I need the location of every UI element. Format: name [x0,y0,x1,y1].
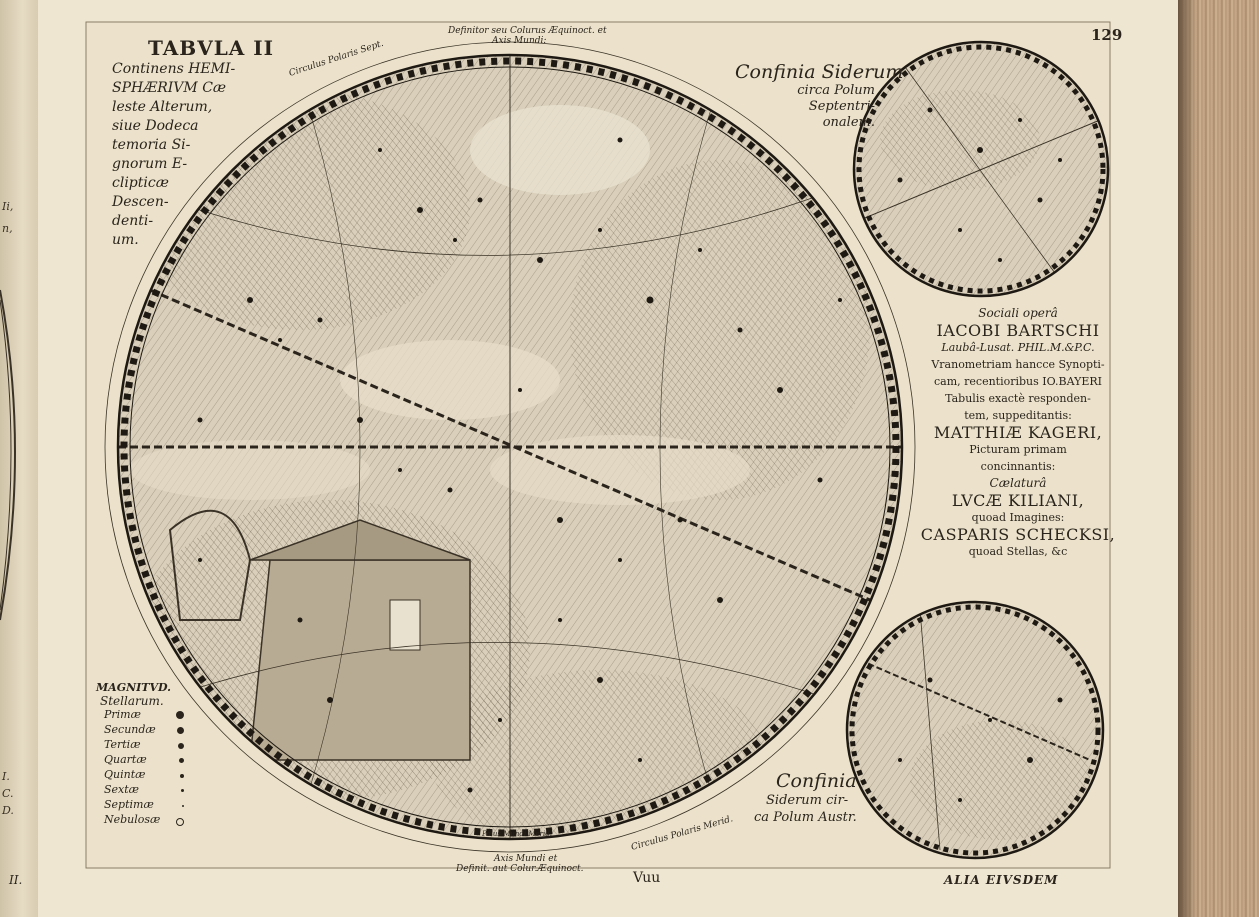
rim-label-bottom-2: Definit. aut Colur.Æquinoct. [455,864,584,874]
main-hemisphere [104,41,916,853]
caption-line: onalem. [822,115,875,130]
credit-line: LVCÆ KILIANI, [951,491,1085,510]
legend-row: Septimæ [96,798,184,813]
legend-header: MAGNITVD. [96,681,172,694]
legend-label: Nebulosæ [104,813,161,826]
page-number: 129 [1091,26,1123,44]
south-polar-inset [845,600,1105,860]
previous-page-edge: Ii, n, I. C. D. [0,0,38,917]
legend-row: Quartæ [96,753,184,768]
credit-line: quoad Imagines: [971,511,1065,524]
legend-label: Quartæ [104,753,147,766]
title-line: um. [112,232,139,248]
legend-label: Tertiæ [104,738,141,751]
credit-line: Laubâ-Lusat. PHIL.M.&P.C. [941,341,1095,354]
title-line: temoria Si- [112,137,191,153]
star-icon [179,758,184,763]
title-line: clipticæ [112,175,169,191]
rim-label-bottom: Axis Mundi et [493,854,558,864]
signature-mark: Vuu [633,870,661,886]
nebula-icon [176,818,184,826]
star-icon [181,789,184,792]
credit-line: CASPARIS SCHECKSI, [920,525,1116,544]
title-line: leste Alterum, [112,99,213,115]
title-line: Continens HEMI- [112,61,236,77]
credit-line: Picturam primam [969,443,1067,456]
credit-line: tem, suppeditantis: [964,409,1072,422]
left-fragment: I. [2,770,10,783]
credit-line: concinnantis: [980,460,1056,473]
catchword: ALIA EIVSDEM [944,873,1059,887]
caption-line: circa Polum [797,83,875,98]
star-icon [178,743,184,749]
book-gutter [1178,0,1259,917]
rim-label-top-2: Axis Mundi: [491,36,546,46]
legend-label: Quintæ [104,768,146,781]
credit-line: quoad Stellas, &c [968,545,1068,558]
caption-line: Confinia [776,770,857,792]
star-icon [180,774,184,778]
legend-row: Sextæ [96,783,184,798]
legend-label: Sextæ [104,783,140,796]
caption-line: Septentri- [808,99,875,114]
credit-line: Cælaturâ [989,476,1047,490]
credit-line: IACOBI BARTSCHI [936,321,1100,340]
legend-row: Primæ [96,708,184,723]
magnitude-legend: MAGNITVD. Stellarum. Primæ Secundæ Terti… [96,681,184,828]
title-line: siue Dodeca [112,118,199,134]
caption-line: Confinia Siderum [735,61,904,83]
credit-line: Sociali operâ [978,306,1058,320]
rim-label-top: Definitor seu Colurus Æquinoct. et [447,26,607,36]
title-line: gnorum E- [112,156,188,172]
star-icon [182,805,184,807]
engraving-credits: Sociali operâ IACOBI BARTSCHI Laubâ-Lusa… [918,305,1118,560]
left-fragment: n, [2,222,13,235]
legend-subheader: Stellarum. [100,694,164,708]
credit-line: Tabulis exactè responden- [945,392,1091,405]
rim-label-polus-merid: Polus Mundi Merid. [481,830,552,838]
left-fragment: D. [2,804,14,817]
star-icon [177,727,184,734]
credit-line: cam, recentioribus IO.BAYERI [934,375,1102,388]
north-pole-caption: Confinia Siderum circa Polum Septentri- … [735,61,904,131]
legend-row: Tertiæ [96,738,184,753]
legend-label: Septimæ [104,798,154,811]
legend-label: Primæ [104,708,141,721]
caption-line: ca Polum Austr. [754,810,857,825]
left-fragment: C. [2,787,14,800]
title-line: SPHÆRIVM Cæ [112,80,227,96]
star-icon [176,711,184,719]
north-polar-inset [852,40,1110,298]
south-pole-caption: Confinia Siderum cir- ca Polum Austr. [740,770,900,826]
credit-line: MATTHIÆ KAGERI, [933,423,1103,442]
legend-row: Secundæ [96,723,184,738]
caption-line: Siderum cir- [766,793,849,808]
credit-line: Vranometriam hancce Synopti- [931,358,1105,371]
title-line: Descen- [112,194,169,210]
left-fragment: Ii, [2,200,14,213]
title-line: denti- [112,213,154,229]
legend-row: Nebulosæ [96,813,184,828]
legend-label: Secundæ [104,723,156,736]
title-line: TABVLA II [148,36,274,60]
left-page-fragment: II. [9,873,23,887]
legend-row: Quintæ [96,768,184,783]
plate-title: TABVLA II Continens HEMI- SPHÆRIVM Cæ le… [112,36,312,250]
previous-page-circle-arc [0,289,16,621]
